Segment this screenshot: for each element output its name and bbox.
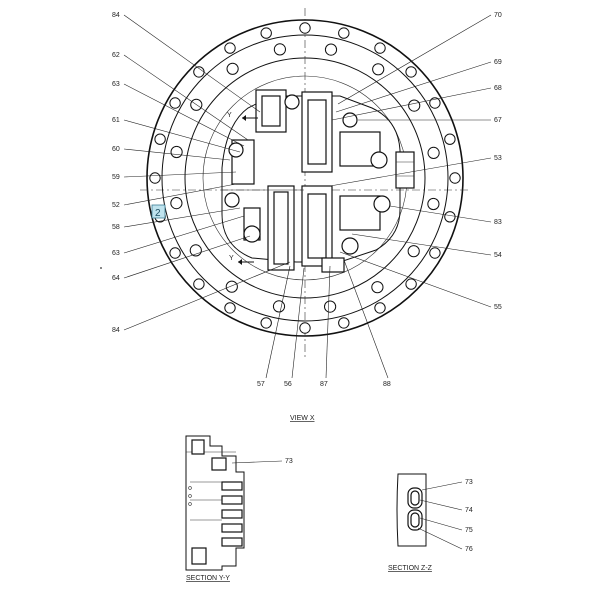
outer-bolt-hole	[429, 247, 441, 259]
relief-valve-spool-upper	[307, 99, 327, 165]
outer-bolt-hole	[374, 302, 386, 314]
outer-bolt-hole	[405, 66, 417, 78]
callout-59: 59	[112, 174, 120, 181]
callout-84-bottom: 84	[112, 327, 120, 334]
outer-bolt-hole	[154, 133, 166, 145]
valve-block-top-left-inner	[261, 95, 281, 127]
inner-bolt-hole	[272, 300, 286, 313]
inner-bolt-hole	[408, 99, 421, 112]
margin-dot	[100, 267, 102, 269]
outer-bolt-hole	[169, 97, 181, 109]
plug-62	[284, 94, 300, 110]
outer-bolt-hole	[169, 247, 181, 259]
plug-bottom	[321, 257, 345, 273]
reference-marker-box[interactable]	[151, 204, 166, 219]
section-zz-drawing	[396, 473, 463, 550]
view-x-drawing: Y Y	[100, 8, 470, 360]
outer-bolt-hole	[299, 22, 311, 34]
outer-bolt-hole	[449, 172, 461, 184]
inner-bolt-hole	[372, 63, 385, 76]
inner-bolt-hole	[407, 245, 420, 258]
callout-60: 60	[112, 146, 120, 153]
callout-56: 56	[284, 381, 292, 388]
callout-64: 64	[112, 275, 120, 282]
outer-bolt-hole	[444, 133, 456, 145]
callout-84-top: 84	[112, 12, 120, 19]
callout-73-section-yy: 73	[285, 458, 293, 465]
inner-bolt-hole	[170, 145, 183, 159]
relief-valve-spool-lower	[307, 193, 327, 259]
callout-53: 53	[494, 155, 502, 162]
outer-bolt-hole	[193, 278, 205, 290]
outer-bolt-hole	[299, 322, 311, 334]
callout-55: 55	[494, 304, 502, 311]
outer-bolt-hole	[260, 317, 272, 329]
outer-bolt-hole	[374, 42, 386, 54]
callout-68: 68	[494, 85, 502, 92]
inner-bolt-hole	[324, 300, 337, 313]
callout-88: 88	[383, 381, 391, 388]
section-yy-caption: SECTION Y-Y	[186, 575, 230, 582]
side-port-block	[395, 151, 415, 189]
callout-54: 54	[494, 252, 502, 259]
counterbalance-spool	[273, 191, 289, 265]
inner-bolt-hole	[427, 146, 440, 159]
outer-bolt-hole	[149, 172, 161, 184]
outer-bolt-hole	[224, 302, 236, 314]
plug-83	[373, 195, 391, 213]
callout-70: 70	[494, 12, 502, 19]
inner-bolt-hole	[427, 197, 440, 211]
inner-bolt-hole	[225, 280, 238, 293]
brake-valve-lower	[339, 195, 381, 231]
outer-bolt-hole	[429, 97, 441, 109]
callout-63-bottom: 63	[112, 250, 120, 257]
callout-62: 62	[112, 52, 120, 59]
view-x-caption: VIEW X	[290, 415, 315, 422]
callout-58: 58	[112, 224, 120, 231]
section-mark-y-top: Y	[227, 112, 232, 119]
plug-67	[342, 112, 358, 128]
section-zz-caption: SECTION Z-Z	[388, 565, 433, 572]
plug-54	[341, 237, 359, 255]
plug-53	[370, 151, 388, 169]
reference-marker-label: 2	[155, 208, 161, 219]
section-arrow-top	[242, 115, 246, 121]
plug-64	[243, 225, 261, 243]
callout-numbers: 84 70 62 69 63 68 61 67 60 53 59 52 83 5…	[112, 12, 502, 388]
section-arrow-bottom	[238, 259, 242, 265]
callout-75: 75	[465, 527, 473, 534]
bolt-holes	[149, 22, 461, 334]
outer-bolt-hole	[444, 211, 456, 223]
outer-bolt-hole	[338, 317, 350, 329]
inner-bolt-hole	[170, 197, 183, 210]
callout-57: 57	[257, 381, 265, 388]
callout-leaders	[123, 14, 492, 379]
callout-76: 76	[465, 546, 473, 553]
callout-87: 87	[320, 381, 328, 388]
plug-60	[228, 142, 244, 158]
plug-52	[224, 192, 240, 208]
callout-63-top: 63	[112, 81, 120, 88]
outer-bolt-hole	[260, 27, 272, 39]
callout-69: 69	[494, 59, 502, 66]
callout-83: 83	[494, 219, 502, 226]
section-yy-drawing	[185, 435, 283, 571]
section-mark-y-bottom: Y	[229, 255, 234, 262]
inner-bolt-hole	[371, 281, 384, 294]
callout-61: 61	[112, 117, 120, 124]
callout-52: 52	[112, 202, 120, 209]
inner-bolt-hole	[273, 43, 286, 56]
outer-bolt-hole	[224, 42, 236, 54]
outer-bolt-hole	[338, 27, 350, 39]
callout-67: 67	[494, 117, 502, 124]
inner-bolt-hole	[324, 43, 338, 56]
inner-bolt-hole	[226, 62, 239, 75]
outer-bolt-hole	[405, 278, 417, 290]
callout-73-section-zz: 73	[465, 479, 473, 486]
callout-74: 74	[465, 507, 473, 514]
